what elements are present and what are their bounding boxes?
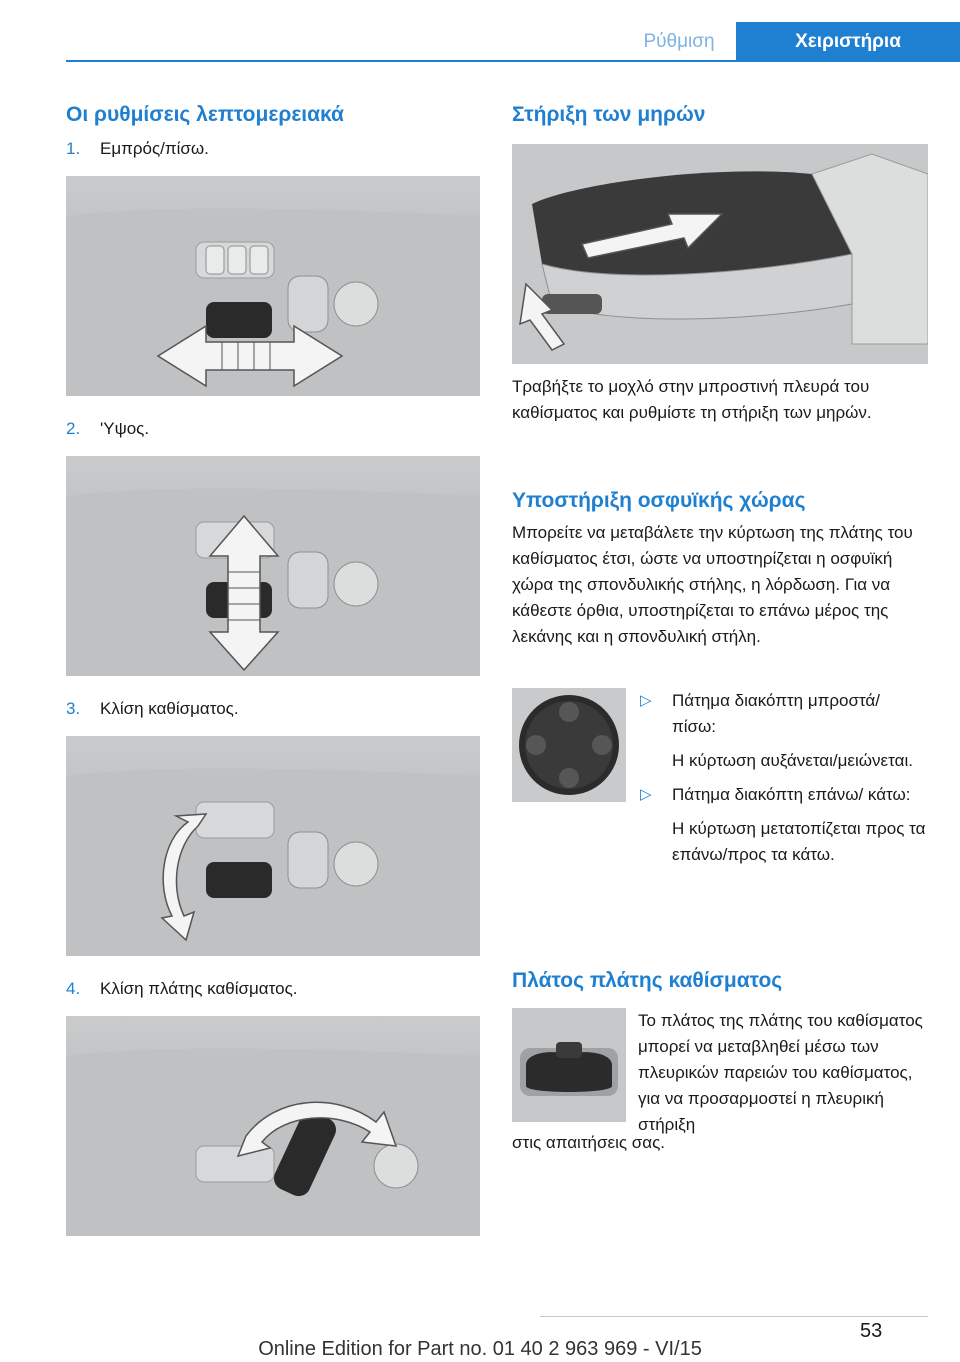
step-3: 3. Κλίση καθίσματος. xyxy=(66,696,239,722)
section-heading-backrest-width: Πλάτος πλάτης καθίσματος xyxy=(512,969,783,992)
header-tab-controls[interactable]: Χειριστήρια xyxy=(736,22,960,62)
step-label: Κλίση καθίσματος. xyxy=(100,699,239,718)
step-label: Κλίση πλάτης καθίσματος. xyxy=(100,979,298,998)
step-number: 3. xyxy=(66,699,81,718)
backrest-width-switch-illustration xyxy=(512,1008,626,1122)
seat-height-illustration xyxy=(66,456,480,676)
step-number: 1. xyxy=(66,139,81,158)
section-heading-thigh-support: Στήριξη των μηρών xyxy=(512,103,706,126)
seat-forward-backward-illustration xyxy=(66,176,480,396)
bullet-result: Η κύρτωση μετατοπίζεται προς τα επάνω/πρ… xyxy=(672,819,926,864)
step-2: 2. 'Υψος. xyxy=(66,416,149,442)
thigh-support-text: Τραβήξτε το μοχλό στην μπροστινή πλευρά … xyxy=(512,377,872,422)
header-tab-setting[interactable]: Ρύθμιση xyxy=(643,31,715,52)
footer-edition: Online Edition for Part no. 01 40 2 963 … xyxy=(258,1338,702,1360)
backrest-width-text-full: στις απαιτήσεις σας. xyxy=(512,1133,665,1152)
bullet-action: Πάτημα διακόπτη μπροστά/ πίσω: xyxy=(672,691,880,736)
step-number: 4. xyxy=(66,979,81,998)
step-label: Εμπρός/πίσω. xyxy=(100,139,209,158)
bullet-result: Η κύρτωση αυξάνεται/μειώ­νεται. xyxy=(672,751,913,770)
thigh-support-illustration xyxy=(512,144,928,364)
lumbar-switch-illustration xyxy=(512,688,626,802)
lumbar-support-text: Μπορείτε να μεταβάλετε την κύρτωση της π… xyxy=(512,523,913,646)
step-1: 1. Εμπρός/πίσω. xyxy=(66,136,209,162)
backrest-tilt-illustration xyxy=(66,1016,480,1236)
bullet-forward-backward: ▷ Πάτημα διακόπτη μπροστά/ πίσω: Η κύρτω… xyxy=(640,688,928,774)
page-number: 53 xyxy=(860,1320,883,1342)
header-rule xyxy=(66,60,960,62)
seat-tilt-illustration xyxy=(66,736,480,956)
section-heading-lumbar-support: Υποστήριξη οσφυϊκής χώρας xyxy=(512,489,806,512)
step-label: 'Υψος. xyxy=(100,419,150,438)
bullet-triangle-icon: ▷ xyxy=(640,786,652,803)
bullet-up-down: ▷ Πάτημα διακόπτη επάνω/ κάτω: Η κύρτωση… xyxy=(640,782,928,868)
lumbar-bullet-list: ▷ Πάτημα διακόπτη μπροστά/ πίσω: Η κύρτω… xyxy=(640,688,928,868)
bullet-triangle-icon: ▷ xyxy=(640,692,652,709)
section-heading-detail-settings: Οι ρυθμίσεις λεπτομερειακά xyxy=(66,103,344,126)
backrest-width-text-side: Το πλάτος της πλάτης του καθί­σματος μπο… xyxy=(638,1011,923,1134)
footer-rule xyxy=(540,1316,928,1317)
step-4: 4. Κλίση πλάτης καθίσματος. xyxy=(66,976,297,1002)
bullet-action: Πάτημα διακόπτη επάνω/ κάτω: xyxy=(672,785,911,804)
step-number: 2. xyxy=(66,419,81,438)
